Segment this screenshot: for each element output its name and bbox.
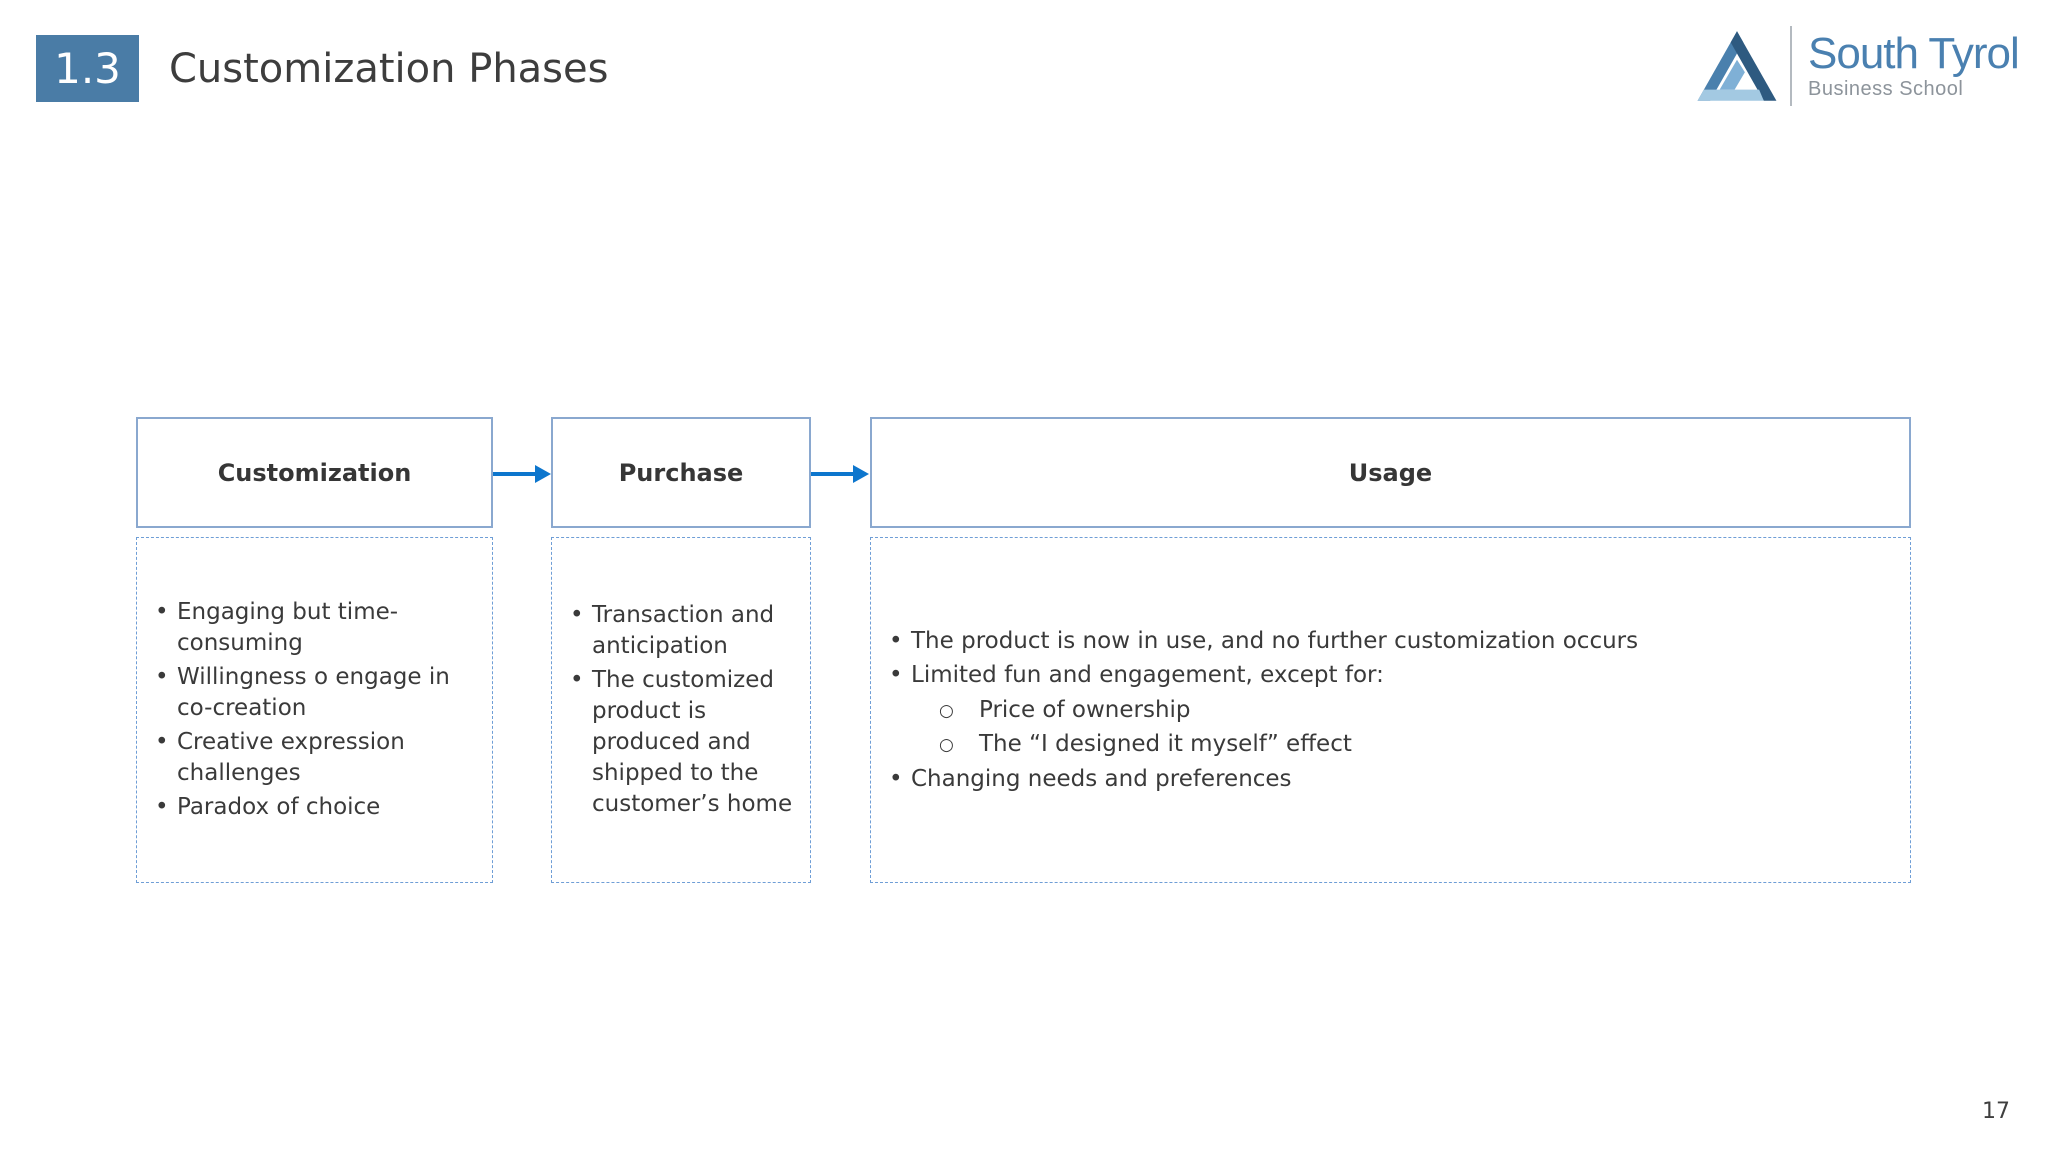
bullet-text: Limited fun and engagement, except for: [911,662,1384,688]
bullet-marker: • [155,729,169,755]
bullet-text: The product is now in use, and no furthe… [911,627,1639,654]
bullet-list: • Engaging but time-consuming • Willingnes… [137,594,492,826]
bullet-marker: • [155,599,169,625]
phase-header-purchase: Purchase [551,417,811,528]
bullet-text: Price of ownership [979,696,1191,723]
bullet-item: • Paradox of choice [153,792,484,823]
phase-column-purchase: Purchase • Transaction and anticipation •… [551,417,811,883]
bullet-marker: • [155,664,169,690]
bullet-item: • Willingness o engage in co-creation [153,662,484,724]
phase-details-customization: • Engaging but time-consuming • Willingnes… [136,537,493,883]
bullet-marker: • [889,765,903,792]
bullet-text: Changing needs and preferences [911,765,1292,792]
sub-bullet-item: ○ The “I designed it myself” effect [887,729,1902,760]
phase-header-usage: Usage [870,417,1911,528]
school-logo: South Tyrol Business School [1696,26,2020,106]
bullet-item: • The product is now in use, and no furth… [887,626,1902,657]
bullet-text: Transaction and anticipation [592,602,775,659]
page-title: Customization Phases [169,45,609,92]
sub-bullet-marker: ○ [939,700,954,721]
logo-subtitle: Business School [1808,78,1964,101]
sub-bullet-marker: ○ [939,735,954,755]
phase-details-usage: • The product is now in use, and no furth… [870,537,1911,883]
bullet-marker: • [889,662,903,688]
phase-column-customization: Customization • Engaging but time-consumi… [136,417,493,883]
penrose-triangle-icon [1697,31,1777,101]
bullet-text: Willingness o engage in co-creation [177,664,450,721]
bullet-marker: • [889,627,903,654]
logo-text: South Tyrol Business School [1808,28,2020,101]
bullet-item: • Limited fun and engagement, except for: [887,660,1902,691]
page-number: 17 [1982,1099,2010,1124]
bullet-text: The customized product is produced and s… [592,667,793,817]
bullet-item: • Engaging but time-consuming [153,597,484,659]
bullet-marker: • [155,794,169,820]
phase-column-usage: Usage • The product is now in use, and no… [870,417,1911,883]
bullet-item: • Transaction and anticipation [568,600,802,662]
bullet-item: • Creative expression challenges [153,727,484,789]
sub-bullet-item: ○ Price of ownership [887,695,1902,726]
bullet-text: Engaging but time-consuming [177,599,399,656]
bullet-list: • The product is now in use, and no furth… [871,622,1910,798]
logo-divider [1790,26,1792,106]
logo-name: South Tyrol [1808,28,2020,78]
bullet-item: • The customized product is produced and … [568,665,802,820]
bullet-text: Creative expression challenges [177,729,405,786]
phase-details-purchase: • Transaction and anticipation • The custo… [551,537,811,883]
bullet-marker: • [570,602,584,628]
flow-arrow-icon [811,465,869,483]
phase-header-customization: Customization [136,417,493,528]
section-number-badge: 1.3 [36,35,139,102]
bullet-list: • Transaction and anticipation • The custo… [552,597,810,823]
bullet-text: Paradox of choice [177,794,381,820]
flow-arrow-icon [493,465,551,483]
bullet-text: The “I designed it myself” effect [979,731,1352,757]
bullet-marker: • [570,667,584,693]
bullet-item: • Changing needs and preferences [887,764,1902,795]
